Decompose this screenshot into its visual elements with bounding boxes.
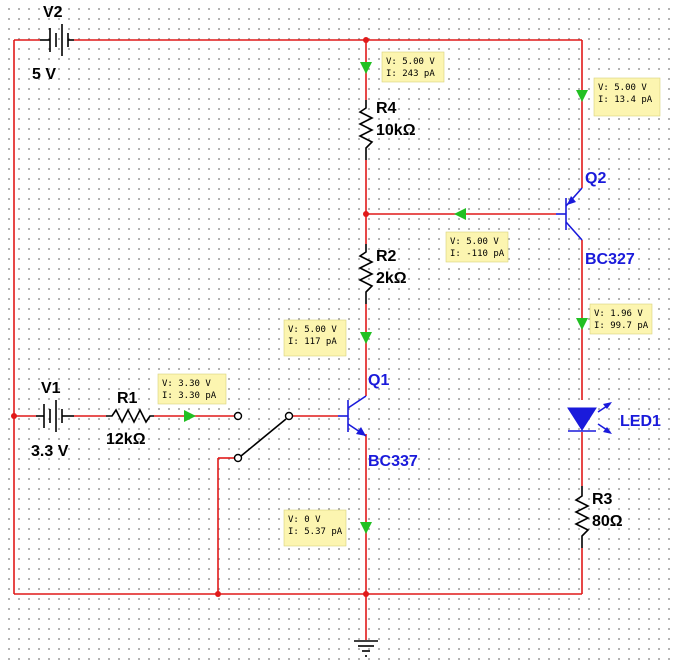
svg-text:I: 243 pA: I: 243 pA	[386, 69, 435, 79]
battery-v2	[40, 24, 74, 56]
probe-arrow-q2-collector	[576, 318, 588, 330]
probe-arrow-q2-emitter	[576, 90, 588, 102]
v2-value: 5 V	[32, 66, 56, 83]
svg-text:V: 0 V: V: 0 V	[288, 515, 321, 525]
svg-text:I: 3.30 pA: I: 3.30 pA	[162, 391, 217, 401]
led-d1	[567, 402, 612, 434]
probe-arrows	[184, 62, 588, 534]
svg-text:V: 1.96 V: V: 1.96 V	[594, 309, 643, 319]
v1-name: V1	[41, 380, 61, 397]
r2-value: 2kΩ	[376, 270, 407, 287]
v1-value: 3.3 V	[31, 443, 69, 460]
r3-name: R3	[592, 491, 613, 508]
svg-text:I: 117 pA: I: 117 pA	[288, 337, 337, 347]
probe-arrow-q2-base	[454, 208, 466, 220]
r2-name: R2	[376, 248, 397, 265]
r1-value: 12kΩ	[106, 431, 146, 448]
v2-name: V2	[43, 4, 63, 21]
probe-label: V: 3.30 V I: 3.30 pA	[157, 373, 227, 405]
probe-label: V: 1.96 V I: 99.7 pA	[589, 303, 653, 335]
battery-v1	[36, 400, 74, 432]
probe-arrow-q1-emitter	[360, 522, 372, 534]
svg-text:V: 5.00 V: V: 5.00 V	[288, 325, 337, 335]
transistor-q1	[338, 395, 367, 437]
svg-text:I: 13.4 pA: I: 13.4 pA	[598, 95, 653, 105]
probe-arrow-r1	[184, 410, 196, 422]
junctions	[11, 37, 369, 597]
probe-label: V: 5.00 V I: -110 pA	[445, 231, 509, 263]
ground-symbol	[354, 640, 378, 657]
q1-model: BC337	[368, 453, 418, 470]
resistor-r2	[358, 244, 374, 304]
probe-arrow-r4	[360, 62, 372, 74]
svg-text:I: 5.37 pA: I: 5.37 pA	[288, 527, 343, 537]
svg-text:V: 5.00 V: V: 5.00 V	[386, 57, 435, 67]
resistor-r3	[574, 486, 590, 548]
resistor-r1	[106, 408, 154, 424]
q2-model: BC327	[585, 251, 635, 268]
probe-label: V: 0 V I: 5.37 pA	[283, 509, 347, 547]
svg-text:V: 5.00 V: V: 5.00 V	[598, 83, 647, 93]
q1-name: Q1	[368, 372, 389, 389]
transistor-q2	[556, 187, 583, 241]
probe-label: V: 5.00 V I: 13.4 pA	[593, 77, 661, 117]
led1-name: LED1	[620, 413, 661, 430]
svg-text:V: 3.30 V: V: 3.30 V	[162, 379, 211, 389]
probe-label: V: 5.00 V I: 117 pA	[283, 319, 347, 357]
spdt-switch[interactable]	[233, 411, 294, 463]
r4-name: R4	[376, 100, 397, 117]
resistor-r4	[358, 100, 374, 160]
svg-text:I: -110 pA: I: -110 pA	[450, 249, 505, 259]
svg-text:I: 99.7 pA: I: 99.7 pA	[594, 321, 649, 331]
q2-name: Q2	[585, 170, 606, 187]
r1-name: R1	[117, 390, 138, 407]
svg-text:V: 5.00 V: V: 5.00 V	[450, 237, 499, 247]
r4-value: 10kΩ	[376, 122, 416, 139]
probe-label: V: 5.00 V I: 243 pA	[381, 51, 445, 83]
r3-value: 80Ω	[592, 513, 623, 530]
wires	[13, 39, 583, 640]
probe-arrow-q1-collector	[360, 332, 372, 344]
